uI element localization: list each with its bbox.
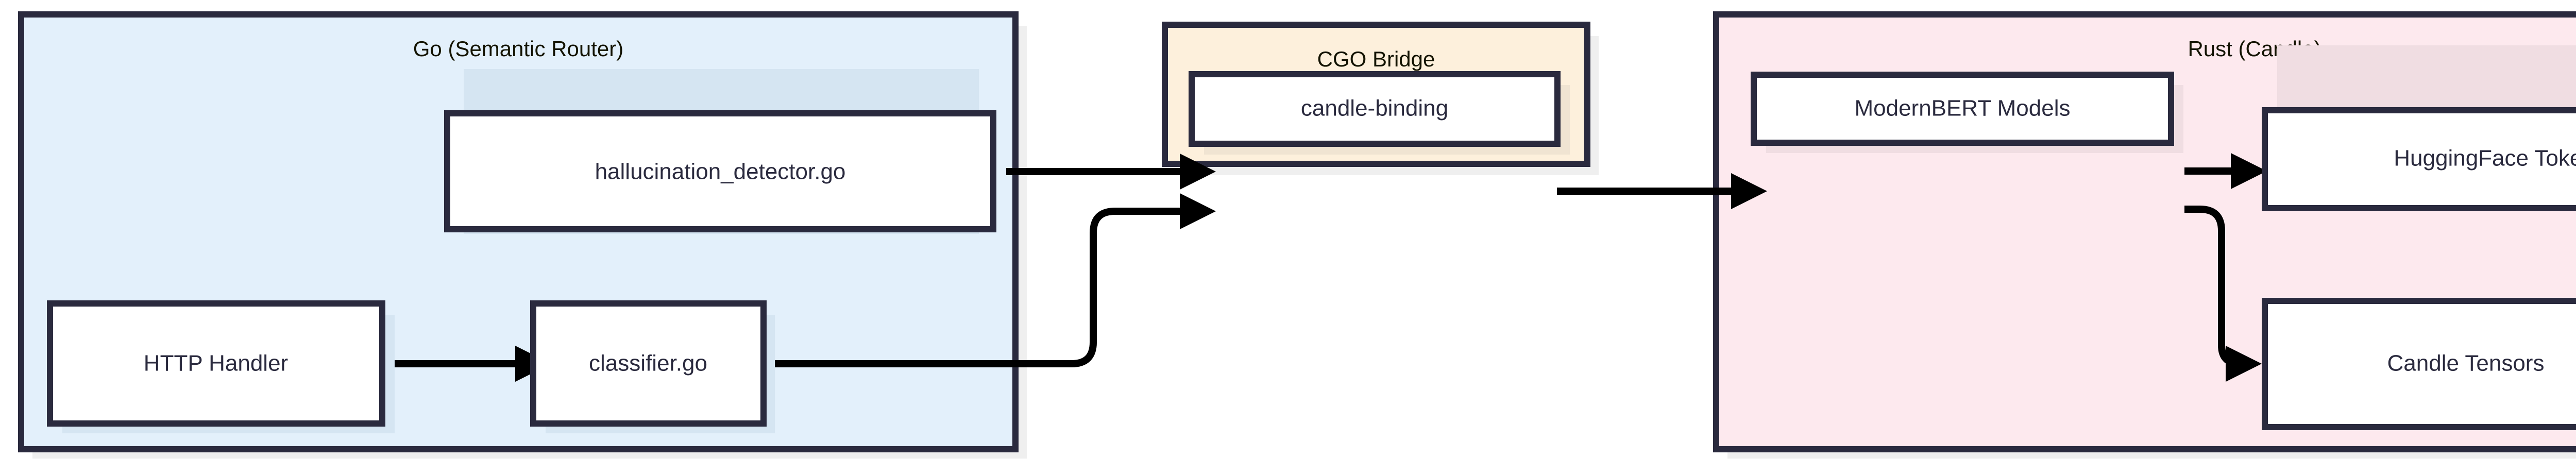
classifier-node-label: classifier.go [589, 351, 707, 376]
node-modernbert-models[interactable]: ModernBERT Models [1751, 72, 2174, 146]
edge-binding-to-modernbert [1557, 173, 1767, 209]
tokenizers-node-label: HuggingFace Tokenizers [2394, 146, 2576, 171]
edge-classifier-to-binding [764, 193, 1216, 367]
edge-modernbert-to-tokenizers [2184, 153, 2267, 189]
binding-node-rect[interactable] [1189, 71, 1561, 147]
modernbert-node-rect[interactable] [1751, 72, 2174, 146]
node-classifier[interactable]: classifier.go [530, 300, 767, 427]
hallucination-node-label: hallucination_detector.go [595, 159, 846, 184]
binding-node-label: candle-binding [1301, 96, 1448, 121]
edge-modernbert-to-tensors [2184, 206, 2262, 382]
go-cluster-label: Go (Semantic Router) [413, 37, 623, 61]
tokenizers-node-rect[interactable] [2262, 107, 2576, 211]
edge-hallucination-to-binding [1006, 154, 1216, 190]
cgo-cluster-label: CGO Bridge [1317, 47, 1435, 71]
tensors-node-rect[interactable] [2262, 298, 2576, 430]
node-candle-binding[interactable]: candle-binding [1189, 71, 1561, 147]
classifier-node-rect[interactable] [530, 300, 767, 427]
node-huggingface-tokenizers[interactable]: HuggingFace Tokenizers [2262, 107, 2576, 211]
node-candle-tensors[interactable]: Candle Tensors [2262, 298, 2576, 430]
hallucination-node-rect[interactable] [444, 110, 996, 232]
node-hallucination-detector[interactable]: hallucination_detector.go [444, 110, 996, 232]
tensors-node-label: Candle Tensors [2387, 351, 2545, 376]
modernbert-node-label: ModernBERT Models [1854, 96, 2070, 121]
http-node-label: HTTP Handler [144, 351, 288, 376]
node-http-handler[interactable]: HTTP Handler [47, 300, 385, 427]
http-node-rect[interactable] [47, 300, 385, 427]
